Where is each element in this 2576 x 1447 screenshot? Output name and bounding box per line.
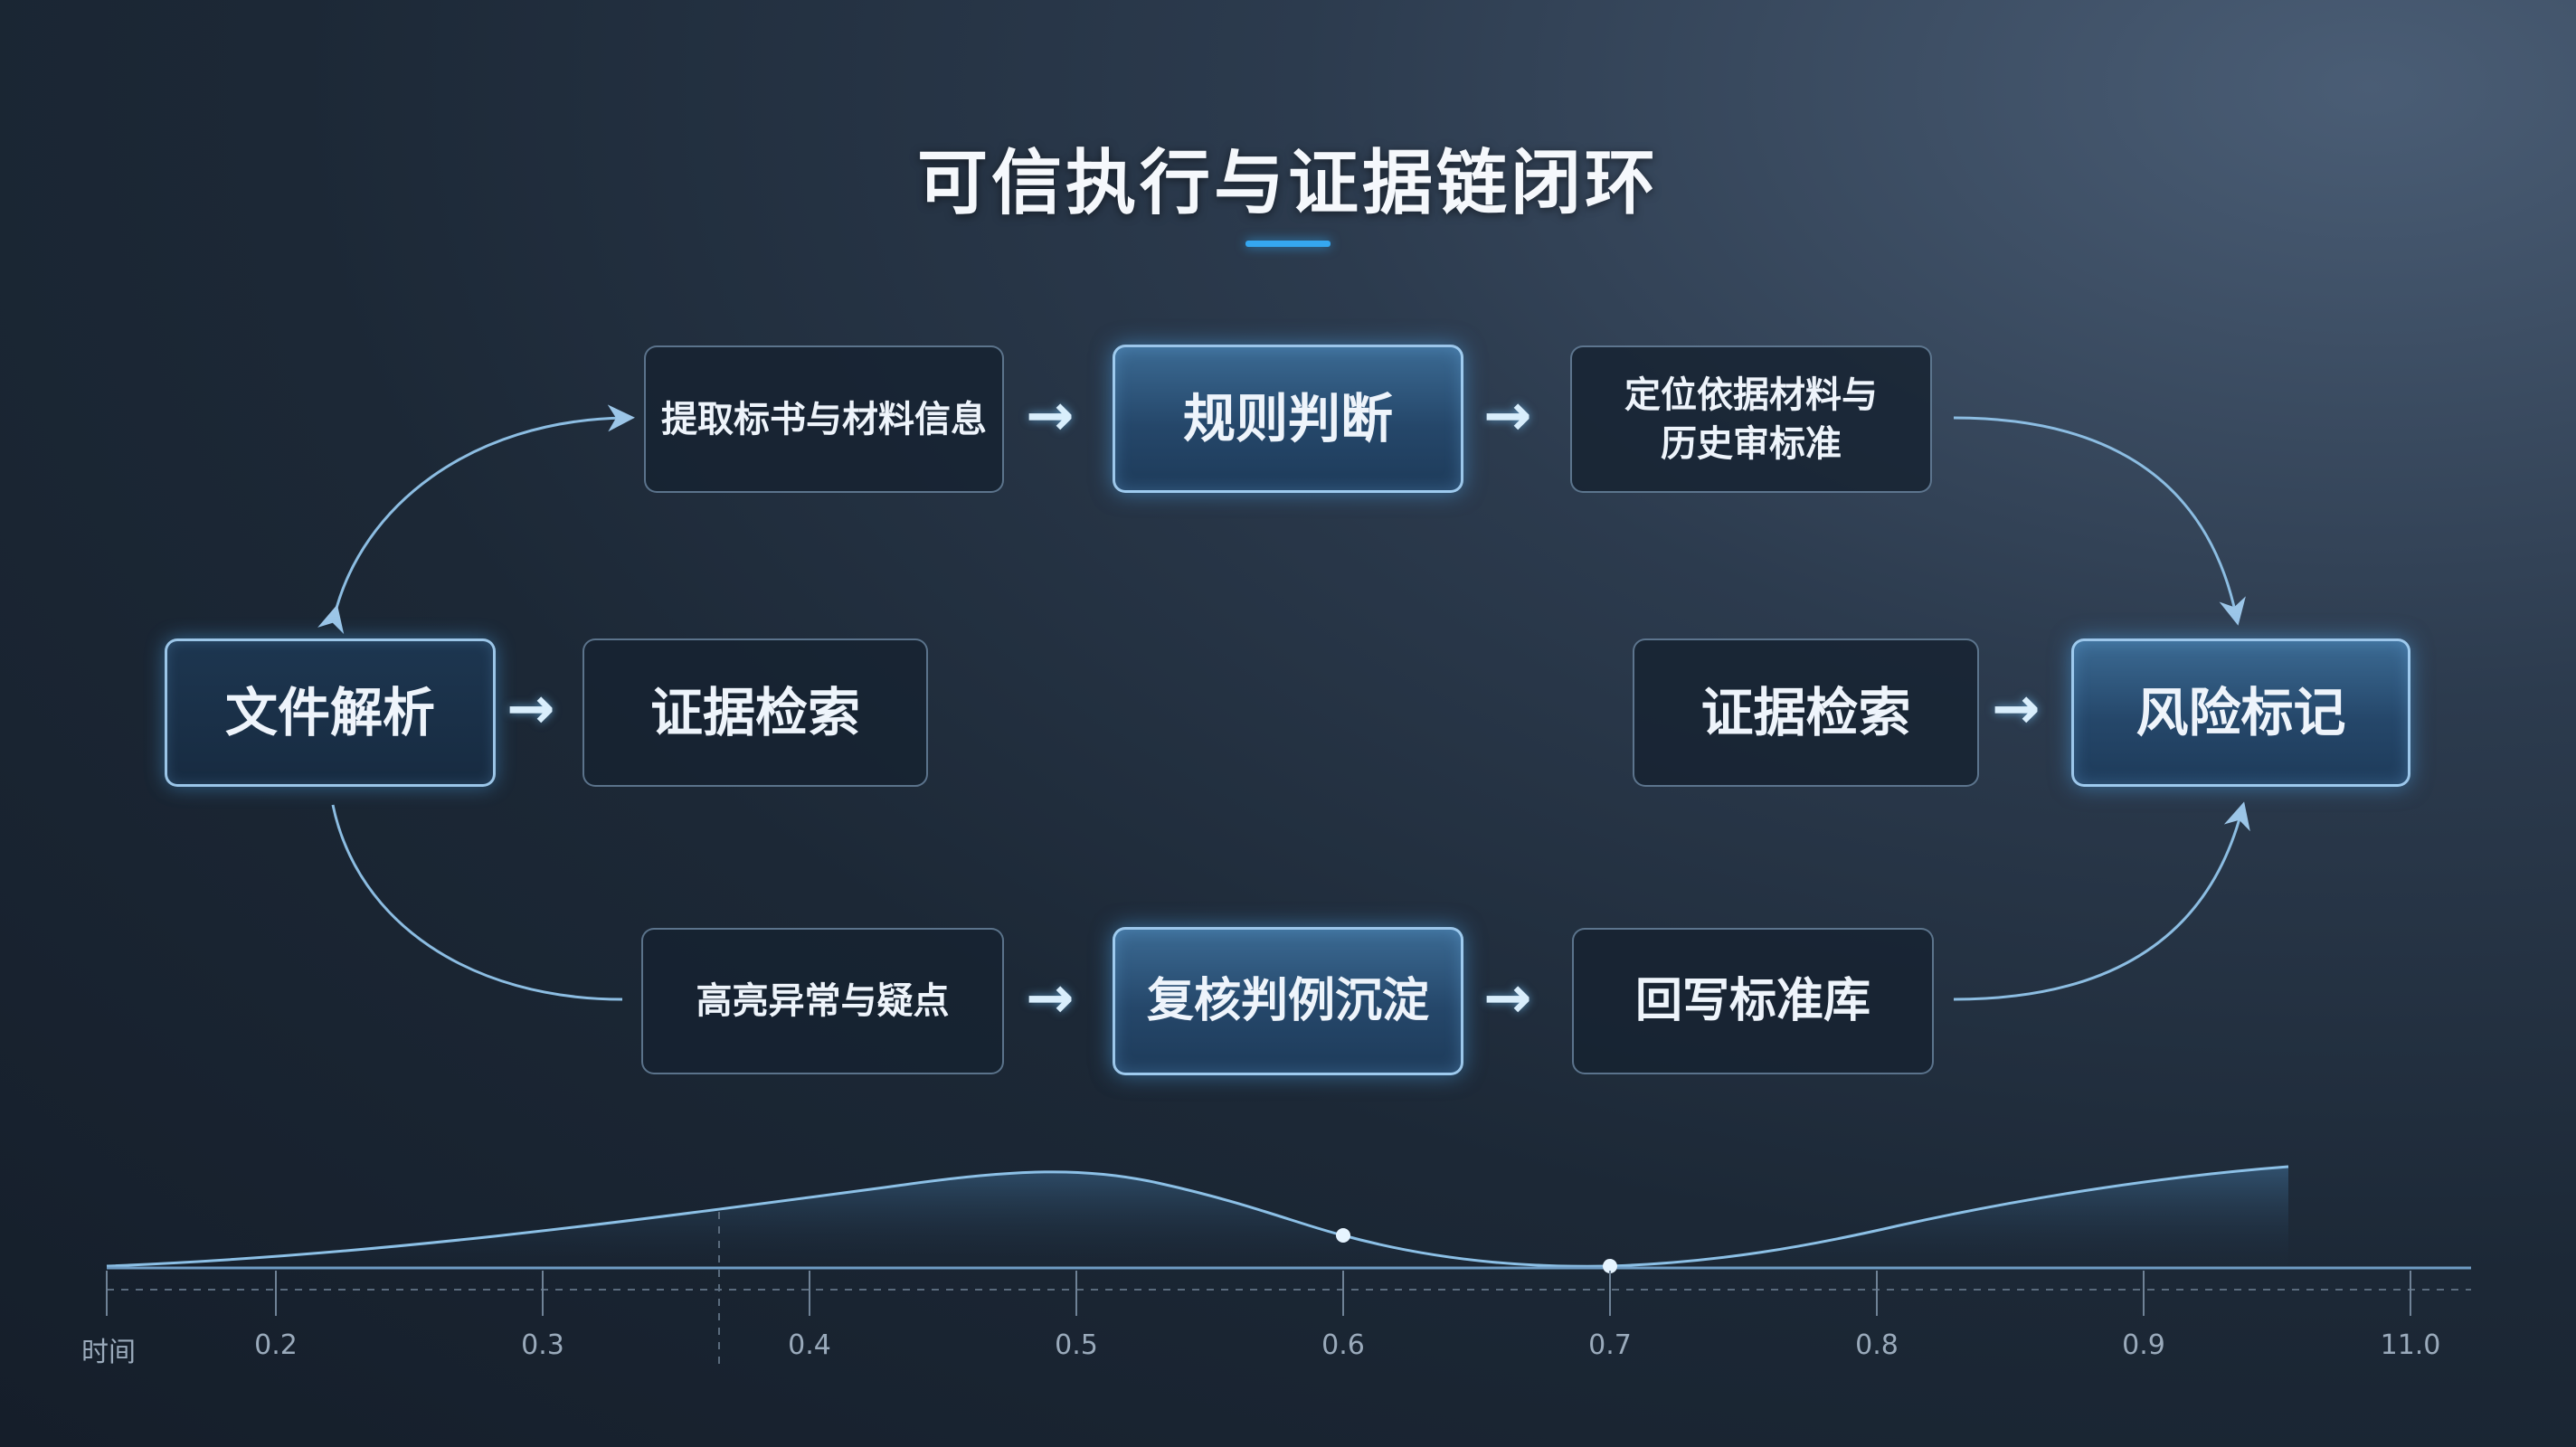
node-locate-basis[interactable]: 定位依据材料与 历史审标准 [1570,345,1932,493]
timeline-tick-label: 0.4 [788,1329,831,1361]
arrow-highlight-to-review: → [1026,965,1075,1032]
timeline-tick-label: 0.6 [1321,1329,1365,1361]
timeline-axis-label: 时间 [81,1337,136,1368]
node-highlight-anomaly[interactable]: 高亮异常与疑点 [641,928,1004,1074]
arrow-extract-to-rule: → [1026,383,1075,449]
node-review-precedent[interactable]: 复核判例沉淀 [1113,927,1463,1075]
timeline-tick-label: 0.9 [2122,1329,2165,1361]
timeline-tick-label: 0.8 [1855,1329,1899,1361]
timeline-tick-label: 0.2 [254,1329,298,1361]
timeline-tick-label: 11.0 [2380,1329,2441,1361]
node-file-parse[interactable]: 文件解析 [165,638,496,787]
connector-parse-to-extract [317,404,635,635]
timeline-area [107,1167,2288,1267]
node-extract-info[interactable]: 提取标书与材料信息 [644,345,1004,493]
connector-parse-to-highlight [331,804,623,1001]
arrow-review-to-writeback: → [1483,965,1532,1032]
timeline-curve [106,1165,2289,1268]
arrow-rule-to-locate: → [1483,383,1532,449]
page-title: 可信执行与证据链闭环 [916,143,1659,224]
node-writeback-standard[interactable]: 回写标准库 [1572,928,1934,1074]
node-evidence-retrieval-left[interactable]: 证据检索 [582,638,928,787]
arrow-parse-to-retrieve: → [507,676,555,742]
timeline-point-0-6 [1336,1228,1350,1243]
timeline-tick-label: 0.7 [1588,1329,1632,1361]
timeline-tick-label: 0.3 [521,1329,564,1361]
timeline-ticks [106,1271,2411,1316]
connector-writeback-to-risk [1953,801,2250,1001]
node-rule-judgment[interactable]: 规则判断 [1113,345,1463,493]
title-underline [1245,241,1331,247]
timeline-tick-label: 0.5 [1055,1329,1098,1361]
node-risk-mark[interactable]: 风险标记 [2071,638,2410,787]
connector-locate-to-risk [1953,416,2246,626]
timeline-point-0-7 [1603,1259,1617,1273]
node-evidence-retrieval-right[interactable]: 证据检索 [1633,638,1979,787]
arrow-retrieve-to-risk: → [1992,676,2041,742]
